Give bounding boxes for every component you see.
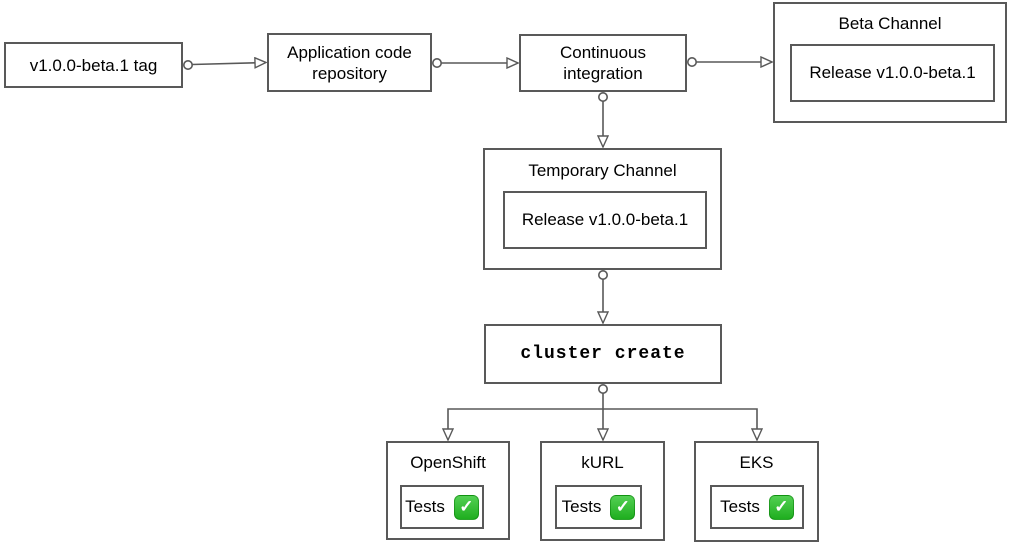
temporary-channel-title: Temporary Channel xyxy=(528,161,677,180)
edge-source-dot xyxy=(597,269,608,280)
node-cluster-create: cluster create xyxy=(484,324,722,384)
node-temp-release: Release v1.0.0-beta.1 xyxy=(503,191,707,249)
beta-channel-title: Beta Channel xyxy=(838,14,942,33)
temp-release-label: Release v1.0.0-beta.1 xyxy=(521,210,689,229)
beta-release-label: Release v1.0.0-beta.1 xyxy=(809,63,976,82)
edge-source-dot xyxy=(597,383,608,394)
node-temporary-channel: Temporary Channel Release v1.0.0-beta.1 xyxy=(483,148,722,270)
openshift-tests-box: Tests ✓ xyxy=(400,485,484,529)
edge-source-dot xyxy=(183,59,194,70)
edge-cluster-to-openshift xyxy=(448,393,604,440)
node-app-repository: Application code repository xyxy=(267,33,432,92)
check-icon: ✓ xyxy=(453,494,479,520)
check-icon: ✓ xyxy=(768,494,794,520)
cluster-create-label: cluster create xyxy=(520,343,686,364)
eks-title: EKS xyxy=(739,453,774,472)
eks-tests-box: Tests ✓ xyxy=(710,485,804,529)
eks-tests-label: Tests xyxy=(720,497,760,516)
openshift-tests-label: Tests xyxy=(405,497,445,516)
edge-cluster-to-eks xyxy=(603,408,757,440)
node-continuous-integration: Continuous integration xyxy=(519,34,687,92)
kurl-tests-label: Tests xyxy=(561,497,602,516)
node-kurl: kURL Tests ✓ xyxy=(540,441,665,541)
node-beta-release: Release v1.0.0-beta.1 xyxy=(790,44,995,102)
check-icon: ✓ xyxy=(610,494,636,520)
node-continuous-integration-label: Continuous integration xyxy=(559,43,646,83)
edge-source-dot xyxy=(597,92,608,103)
node-app-repository-label: Application code repository xyxy=(287,42,412,83)
node-openshift: OpenShift Tests ✓ xyxy=(386,441,510,540)
edge-tag-to-repo xyxy=(191,63,266,65)
openshift-title: OpenShift xyxy=(410,453,486,472)
kurl-title: kURL xyxy=(581,453,624,472)
node-version-tag-label: v1.0.0-beta.1 tag xyxy=(29,55,158,75)
edge-source-dot xyxy=(431,57,442,68)
kurl-tests-box: Tests ✓ xyxy=(555,485,642,529)
node-eks: EKS Tests ✓ xyxy=(694,441,819,542)
node-beta-channel: Beta Channel Release v1.0.0-beta.1 xyxy=(773,2,1007,123)
node-version-tag: v1.0.0-beta.1 tag xyxy=(4,42,183,88)
edge-source-dot xyxy=(686,56,697,67)
